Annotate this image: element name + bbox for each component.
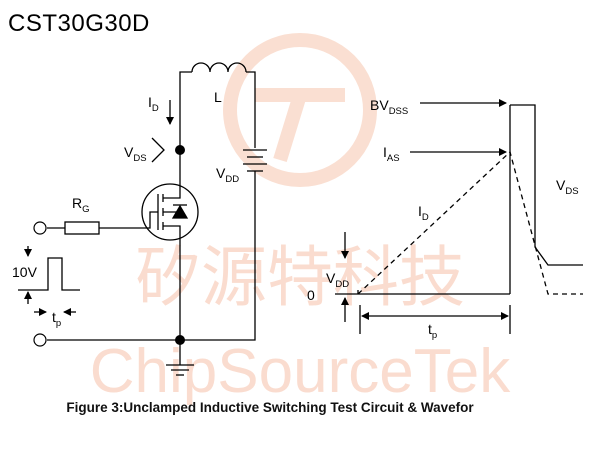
gate-input-terminal — [33, 221, 47, 235]
mosfet-drain-lead — [163, 178, 181, 199]
circuit-tp-label: tp — [52, 309, 61, 329]
inductor-label: L — [214, 89, 222, 105]
test-circuit — [18, 62, 267, 376]
circuit-vdd-label: VDD — [216, 165, 239, 185]
inductor-right-wire — [246, 71, 256, 148]
switching-waveform — [335, 99, 583, 334]
inductor-coil — [191, 62, 247, 73]
id-ramp-trace — [357, 150, 583, 295]
gate-wire — [99, 211, 158, 229]
return-input-terminal — [33, 333, 47, 347]
watermark: 矽源特科技 ChipSourceTek — [90, 33, 511, 406]
vds-trace — [510, 104, 583, 266]
mosfet-body — [141, 183, 199, 241]
zero-label: 0 — [307, 287, 315, 303]
gate-pulse-waveform — [18, 257, 80, 291]
part-number-title: CST30G30D — [8, 10, 150, 37]
vds-marker — [151, 137, 165, 163]
watermark-en-text: ChipSourceTek — [90, 337, 511, 406]
ias-label: IAS — [383, 144, 400, 164]
waveform-tp-label: tp — [428, 321, 437, 341]
id-label: ID — [148, 94, 159, 114]
source-junction-dot — [175, 335, 185, 345]
rg-label: RG — [72, 195, 90, 215]
drain-top-wire — [179, 71, 192, 150]
drain-junction-dot — [175, 145, 185, 155]
gate-resistor — [64, 221, 100, 235]
waveform-vds-label: VDS — [556, 177, 579, 197]
vdd-return-wire — [180, 171, 256, 341]
figure-caption: Figure 3:Unclamped Inductive Switching T… — [66, 400, 474, 415]
watermark-cn-text: 矽源特科技 — [135, 240, 465, 314]
waveform-vdd-label: VDD — [326, 270, 349, 290]
body-diode — [171, 204, 189, 219]
circuit-vds-label: VDS — [124, 144, 147, 164]
watermark-logo — [223, 33, 377, 187]
mosfet-source-lead — [163, 225, 181, 246]
bvdss-label: BVDSS — [370, 97, 408, 117]
pulse-amplitude-label: 10V — [12, 264, 38, 280]
waveform-id-label: ID — [418, 203, 429, 223]
